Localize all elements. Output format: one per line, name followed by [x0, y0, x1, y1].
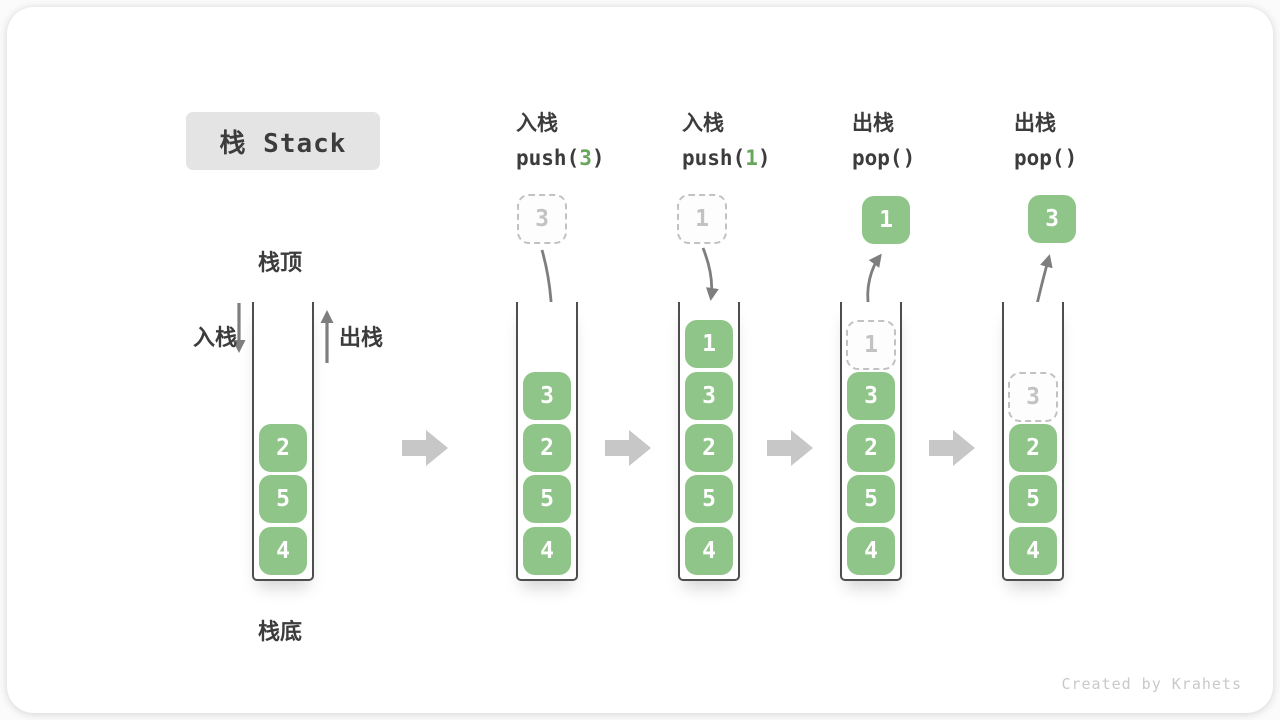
code-text: ): [757, 146, 771, 170]
title-text: 栈 Stack: [219, 128, 347, 159]
stack-bottom-label: 栈底: [258, 619, 303, 644]
incoming-value-cell: 1: [677, 194, 727, 244]
code-text: push(: [682, 146, 746, 170]
stack-cell: 5: [847, 475, 895, 523]
column-header: 入栈 push(1): [682, 107, 842, 175]
operation-code: pop(): [1014, 141, 1174, 175]
stack-cell: 2: [259, 424, 307, 472]
stack-cell: 2: [685, 424, 733, 472]
stack-cell: 3: [523, 372, 571, 420]
column-header: 出栈 pop(): [1014, 107, 1174, 175]
title-box: 栈 Stack: [186, 112, 380, 170]
code-text: push(: [516, 146, 580, 170]
push-curve-arrow: [701, 247, 719, 301]
column-header: 出栈 pop(): [852, 107, 1012, 175]
operation-code: push(1): [682, 141, 842, 175]
operation-label: 入栈: [516, 112, 558, 135]
code-argument: 1: [745, 146, 758, 170]
stack-cell: 5: [259, 475, 307, 523]
stack-top-label: 栈顶: [258, 250, 303, 275]
stack-cell: 5: [685, 475, 733, 523]
step-arrow-icon: [929, 430, 975, 466]
pop-label: 出栈: [339, 325, 384, 350]
operation-label: 入栈: [682, 112, 724, 135]
push-label: 入栈: [193, 325, 238, 350]
stack-cell: 2: [1009, 424, 1057, 472]
watermark: Created by Krahets: [1061, 675, 1242, 693]
step-arrow-icon: [402, 430, 448, 466]
operation-label: 出栈: [1014, 112, 1056, 135]
popped-value-cell: 1: [862, 196, 910, 244]
operation-code: push(3): [516, 141, 676, 175]
stack-cell: 3: [847, 372, 895, 420]
stack-cell: 5: [1009, 475, 1057, 523]
operation-label: 出栈: [852, 112, 894, 135]
code-text: ): [591, 146, 605, 170]
stack-cell: 2: [847, 424, 895, 472]
code-text: pop(): [852, 146, 916, 170]
ghost-cell: 3: [1008, 372, 1058, 422]
stack-cell: 4: [1009, 527, 1057, 575]
step-arrow-icon: [605, 430, 651, 466]
incoming-value-cell: 3: [517, 194, 567, 244]
stack-cell: 1: [685, 320, 733, 368]
stack-cell: 2: [523, 424, 571, 472]
code-argument: 3: [579, 146, 592, 170]
stack-cell: 4: [847, 527, 895, 575]
column-header: 入栈 push(3): [516, 107, 676, 175]
code-text: pop(): [1014, 146, 1078, 170]
stack-cell: 4: [685, 527, 733, 575]
stack-cell: 3: [685, 372, 733, 420]
popped-value-cell: 3: [1028, 195, 1076, 243]
stack-cell: 5: [523, 475, 571, 523]
operation-code: pop(): [852, 141, 1012, 175]
stack-cell: 4: [523, 527, 571, 575]
ghost-cell: 1: [846, 320, 896, 370]
step-arrow-icon: [767, 430, 813, 466]
stack-cell: 4: [259, 527, 307, 575]
